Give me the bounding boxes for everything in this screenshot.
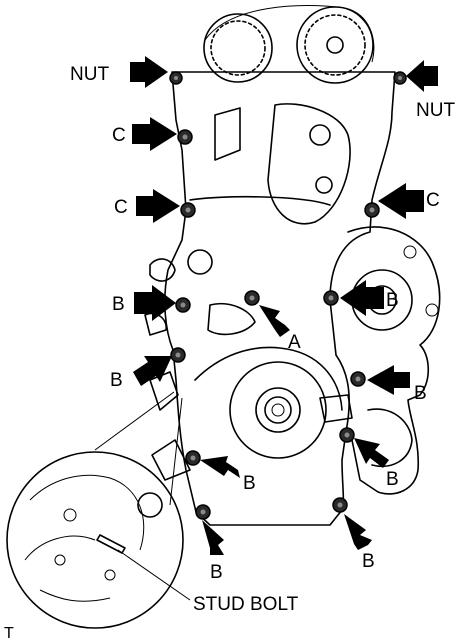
callout-labels: NUT NUT C C C B B A B B B B B B STUD BOL… — [4, 64, 455, 642]
arrow-b-left-lower — [133, 356, 172, 386]
label-b-bottom-right: B — [362, 551, 375, 572]
label-b-left-upper: B — [112, 294, 125, 315]
label-b-right-lower: B — [386, 469, 399, 490]
label-nut-left: NUT — [70, 64, 109, 85]
arrow-b-bottom-center — [200, 456, 240, 478]
label-b-left-lower: B — [110, 370, 123, 391]
arrow-c-left-upper — [132, 117, 177, 151]
label-a-center: A — [288, 332, 301, 353]
label-c-left-upper: C — [112, 125, 126, 146]
arrow-b-bottom-left — [202, 520, 224, 555]
arrow-a-center — [259, 305, 290, 337]
timing-sprockets — [203, 5, 375, 84]
label-stud-bolt: STUD BOLT — [193, 594, 299, 615]
label-nut-right: NUT — [416, 100, 455, 121]
arrow-b-right-upper — [340, 280, 384, 316]
crankshaft-area — [229, 361, 327, 459]
timing-chain-cover — [164, 71, 396, 526]
arrow-c-right — [378, 183, 424, 219]
pointer-arrows — [130, 56, 438, 555]
label-b-right-mid: B — [414, 383, 427, 404]
label-corner-code: T — [4, 625, 14, 642]
arrow-nut-left — [130, 56, 168, 88]
stud-bolt-detail-callout — [6, 391, 191, 629]
stud-bolt-shape — [96, 534, 126, 554]
label-c-left-lower: C — [114, 197, 128, 218]
label-b-bottom-center: B — [243, 473, 256, 494]
arrow-nut-right — [406, 60, 438, 92]
label-b-bottom-left: B — [210, 562, 223, 583]
arrow-c-left-lower — [136, 189, 180, 223]
arrow-b-right-lower — [354, 438, 389, 468]
arrow-b-right-mid — [367, 365, 410, 395]
bolt-set — [169, 71, 407, 520]
arrow-b-left-upper — [134, 285, 176, 321]
arrow-b-bottom-right — [344, 514, 372, 550]
label-b-right-upper: B — [386, 290, 399, 311]
label-c-right: C — [426, 190, 440, 211]
